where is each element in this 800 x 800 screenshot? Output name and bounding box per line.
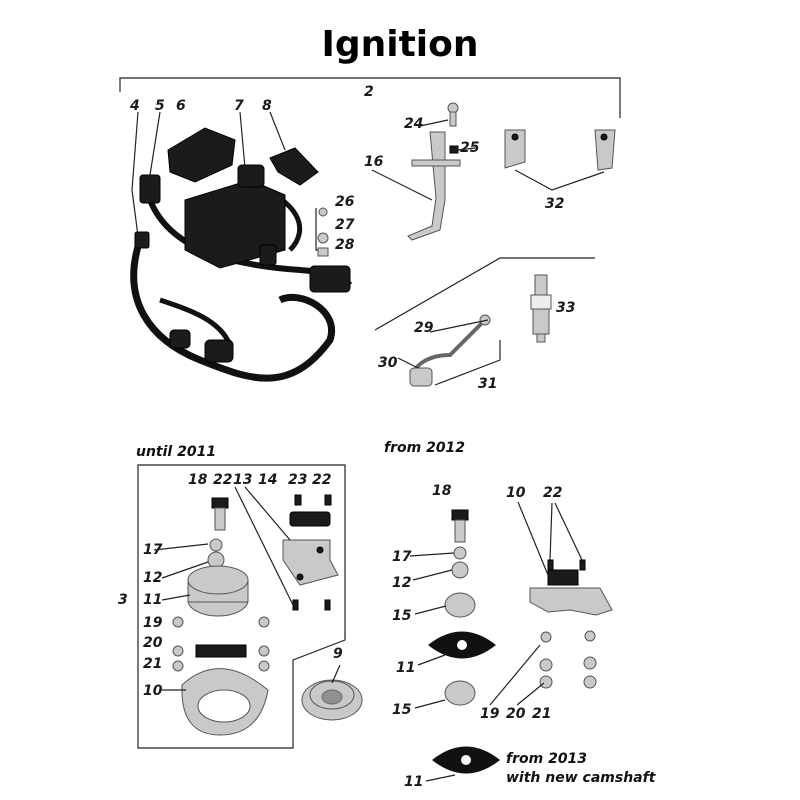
- spacer-15-top: [444, 592, 476, 618]
- label-7: 7: [234, 98, 244, 114]
- label-right-11-2013: 11: [404, 774, 423, 790]
- rotor-9: [301, 679, 363, 721]
- baseplate-10-right: [529, 502, 613, 616]
- label-8: 8: [262, 98, 272, 114]
- screw-18-right: [451, 509, 469, 543]
- label-left-10: 10: [143, 683, 163, 699]
- label-26: 26: [335, 194, 355, 210]
- label-28: 28: [335, 237, 355, 253]
- group-29-31-divider: [374, 257, 595, 331]
- label-32: 32: [545, 196, 564, 212]
- sensor-14-left: [289, 511, 331, 527]
- label-left-17: 17: [143, 542, 163, 558]
- washer-17-right: [453, 546, 467, 560]
- screws-19-left: [172, 616, 270, 628]
- label-right-15b: 15: [392, 702, 412, 718]
- pickup-sensor: [269, 147, 319, 186]
- label-right-20: 20: [506, 706, 526, 722]
- label-left-12: 12: [143, 570, 162, 586]
- label-left-18: 18: [188, 472, 208, 488]
- label-left-22a: 22: [213, 472, 232, 488]
- label-2: 2: [364, 84, 374, 100]
- brackets-32: [504, 129, 616, 191]
- label-24: 24: [404, 116, 423, 132]
- label-right-10: 10: [506, 485, 526, 501]
- diagram-title: Ignition: [321, 24, 479, 65]
- label-right-17: 17: [392, 549, 412, 565]
- spacer-15-bottom: [444, 680, 476, 706]
- label-right-12: 12: [392, 575, 411, 591]
- screws-22-23-left: [234, 486, 332, 611]
- until-2011-frame: [137, 464, 346, 749]
- ignition-module: [184, 164, 286, 269]
- section-from-2013-line1: from 2013: [506, 751, 587, 767]
- label-5: 5: [155, 98, 165, 114]
- label-right-15a: 15: [392, 608, 412, 624]
- label-left-23: 23: [288, 472, 307, 488]
- label-right-19: 19: [480, 706, 500, 722]
- label-right-18: 18: [432, 483, 452, 499]
- pulse-disk-11-2013: [432, 746, 500, 774]
- nut-12-right: [451, 561, 469, 579]
- spark-plug: [530, 274, 552, 343]
- pulse-disk-11-left: [187, 565, 249, 617]
- baseplate-10-left: [181, 644, 269, 736]
- label-left-13: 13: [233, 472, 252, 488]
- washers-20-21-left: [172, 645, 270, 672]
- label-left-3: 3: [118, 592, 128, 608]
- label-left-21: 21: [143, 656, 162, 672]
- label-left-20: 20: [143, 635, 163, 651]
- mounting-bracket-16: [407, 102, 461, 241]
- bracket-13-left: [282, 539, 339, 586]
- section-from-2013-line2: with new camshaft: [506, 770, 657, 786]
- screw-set-26-28: [315, 207, 329, 257]
- label-30: 30: [378, 355, 398, 371]
- label-9: 9: [333, 646, 343, 662]
- ignition-coil: [167, 127, 236, 183]
- label-16: 16: [364, 154, 384, 170]
- label-left-19: 19: [143, 615, 163, 631]
- section-from-2012: from 2012: [384, 440, 465, 456]
- label-left-22b: 22: [312, 472, 331, 488]
- washer-17-left: [209, 538, 223, 552]
- label-right-22: 22: [543, 485, 562, 501]
- label-right-11a: 11: [396, 660, 415, 676]
- label-4: 4: [129, 98, 140, 114]
- label-27: 27: [335, 217, 355, 233]
- label-29: 29: [414, 320, 434, 336]
- wiring-harness: [130, 174, 353, 382]
- leader-lines: [131, 111, 549, 782]
- label-6: 6: [176, 98, 186, 114]
- screws-19-right: [540, 630, 596, 643]
- lead-wire-29-31: [409, 314, 501, 387]
- pulse-disk-11-right: [428, 631, 496, 659]
- label-31: 31: [478, 376, 497, 392]
- label-25: 25: [460, 140, 480, 156]
- label-right-21: 21: [532, 706, 551, 722]
- group-2-bracket: [119, 77, 621, 118]
- section-until-2011: until 2011: [136, 444, 216, 460]
- label-left-14: 14: [258, 472, 277, 488]
- label-left-11: 11: [143, 592, 162, 608]
- label-33: 33: [556, 300, 575, 316]
- washers-20-21-right: [539, 656, 597, 689]
- screw-18-left: [211, 497, 229, 531]
